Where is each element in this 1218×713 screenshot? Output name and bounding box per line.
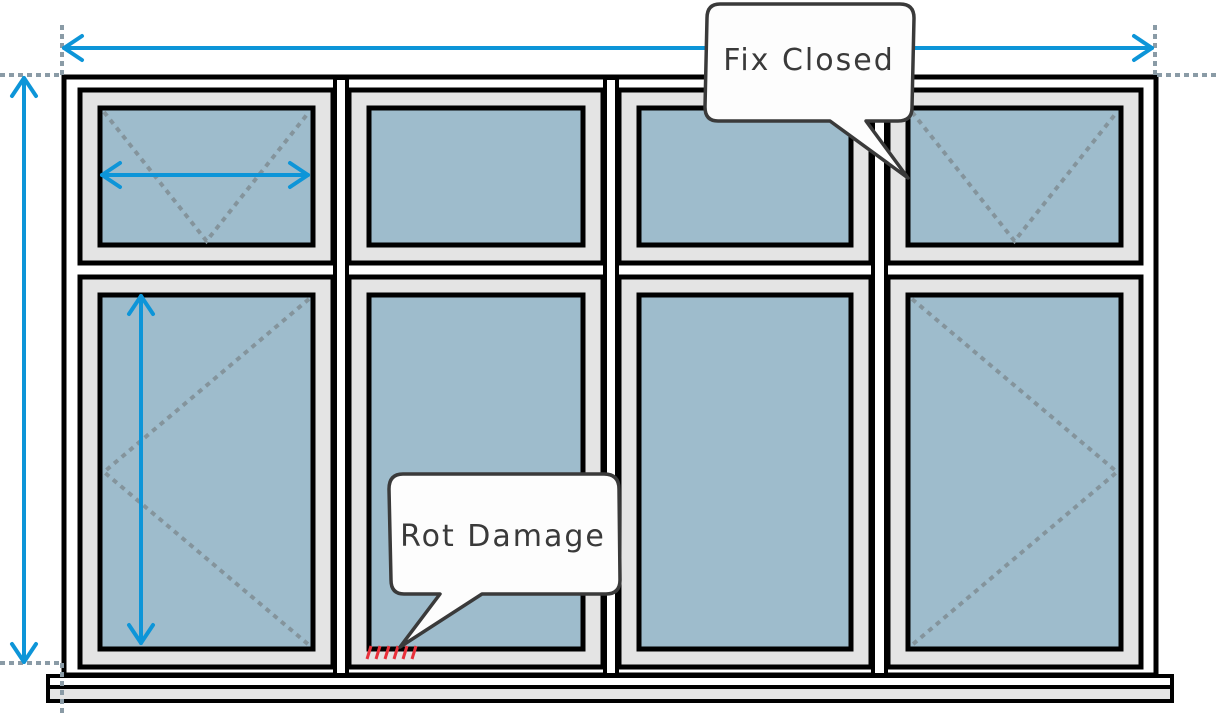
damage-mark (383, 645, 391, 660)
glass-pane (905, 292, 1124, 652)
callout-rot-damage-text: Rot Damage (400, 519, 606, 554)
rot-damage-marks (365, 645, 418, 660)
pane-height-arrow (127, 294, 155, 645)
extension-lines (0, 25, 1218, 713)
glass-pane (636, 292, 854, 652)
pane-lower-sash-4 (885, 274, 1144, 670)
overall-height-arrow (10, 76, 38, 664)
glass-pane (905, 105, 1124, 248)
callout-bubble (703, 2, 916, 180)
callout-rot-damage: Rot Damage (387, 472, 622, 649)
callout-fix-closed: Fix Closed (703, 2, 916, 180)
pane-top-light-4 (885, 87, 1144, 266)
damage-mark (401, 645, 409, 660)
damage-mark (365, 645, 373, 660)
glass-pane (366, 105, 586, 248)
opening-indicators (100, 110, 1121, 647)
top-hung-indicator (102, 110, 311, 245)
overall-width-arrow (62, 34, 1154, 62)
callout-bubble (387, 472, 622, 649)
damage-mark (392, 645, 400, 660)
dimension-arrows (10, 34, 1154, 664)
pane-top-light-2 (346, 87, 606, 266)
pane-lower-sash-2 (346, 274, 606, 670)
glass-pane (636, 105, 854, 248)
damage-mark (374, 645, 382, 660)
sill-bottom-band (46, 685, 1174, 703)
pane-lower-sash-1 (77, 274, 336, 670)
callout-fix-closed-text: Fix Closed (723, 43, 894, 78)
top-hung-indicator (910, 110, 1119, 245)
window-sill (46, 674, 1174, 703)
mullion-3 (871, 76, 888, 677)
pane-lower-sash-3 (616, 274, 874, 670)
glass-pane (97, 292, 316, 652)
pane-width-arrow (100, 161, 310, 189)
damage-mark (410, 645, 418, 660)
mullion-1 (333, 76, 349, 677)
